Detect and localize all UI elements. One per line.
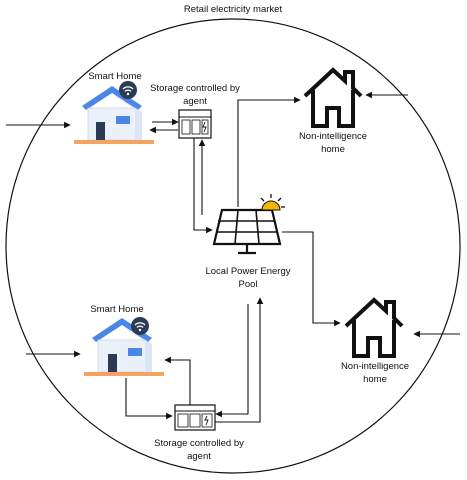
storage-battery-icon	[174, 404, 216, 431]
market-boundary-circle	[5, 18, 461, 474]
non-intel-top-label-line1: Non-intelligence	[298, 131, 368, 142]
sun-icon	[260, 194, 285, 211]
flow-pool-to-non-intel-bottom	[282, 231, 341, 327]
smart-home-top-label: Smart Home	[88, 71, 142, 82]
flow-storage-bottom-to-smart-home	[164, 356, 191, 410]
non-intel-top-label: Non-intelligence home	[288, 130, 378, 156]
storage-bottom-label-line2: agent	[187, 451, 211, 462]
flow-pool-to-storage-bottom	[215, 304, 249, 418]
flow-storage-top-to-pool	[193, 138, 213, 234]
flow-pool-to-non-intel-top	[237, 96, 301, 207]
energy-flow-connectors	[6, 91, 460, 423]
smart-home-icon	[84, 318, 164, 376]
diagram-title: Retail electricity market	[183, 4, 283, 15]
flow-smart-home-bottom-to-storage	[125, 378, 173, 420]
smart-home-bottom-label: Smart Home	[90, 304, 144, 315]
non-intel-bottom-label: Non-intelligence home	[330, 360, 420, 386]
wifi-icon	[131, 317, 149, 335]
storage-top-label: Storage controlled by agent	[142, 82, 248, 108]
solar-panel-icon	[212, 208, 282, 255]
wifi-icon	[119, 81, 137, 99]
pool-label-line1: Local Power Energy	[205, 266, 291, 277]
storage-battery-icon	[178, 109, 212, 139]
storage-top-label-line1: Storage controlled by	[150, 83, 240, 94]
house-outline-icon	[303, 67, 363, 128]
storage-bottom-label-line1: Storage controlled by	[154, 438, 244, 449]
pool-label-line2: Pool	[238, 279, 258, 290]
pool-label: Local Power Energy Pool	[196, 265, 300, 291]
flow-storage-bottom-to-pool	[214, 297, 264, 423]
non-intel-bottom-label-line1: Non-intelligence	[340, 361, 410, 372]
storage-bottom-label: Storage controlled by agent	[146, 437, 252, 463]
house-outline-icon	[344, 297, 404, 358]
non-intel-top-label-line2: home	[321, 144, 345, 155]
non-intel-bottom-label-line2: home	[363, 374, 387, 385]
storage-top-label-line2: agent	[183, 96, 207, 107]
